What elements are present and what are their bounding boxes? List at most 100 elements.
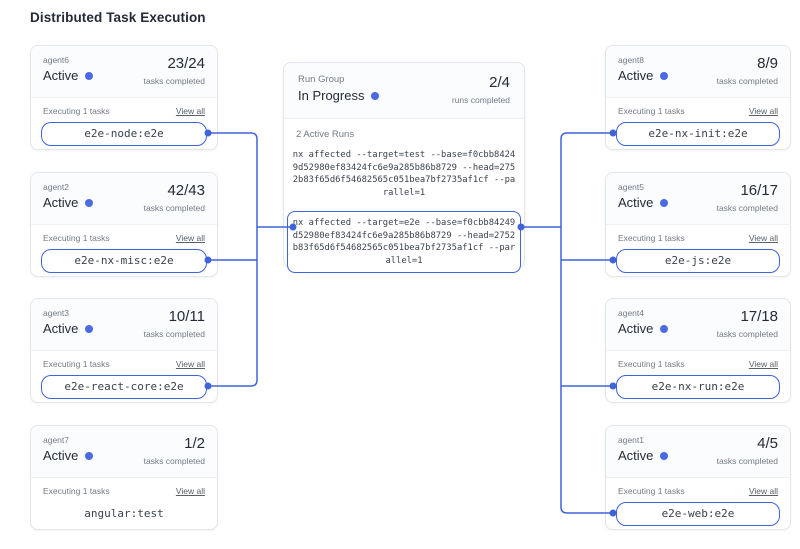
status-dot-icon — [85, 451, 94, 460]
agent-status-label: Active — [618, 448, 654, 463]
run-group-label: Run Group — [298, 74, 345, 85]
command-line: 2b83f65d6f54682565c051bea7bf2735af1cf --… — [292, 175, 516, 185]
agent-card-header: agent1 Active 4/5 tasks completed — [606, 426, 790, 478]
agent-card-header: agent5 Active 16/17 tasks completed — [606, 173, 790, 225]
tasks-count-caption: tasks completed — [143, 456, 205, 466]
view-all-link[interactable]: View all — [748, 359, 778, 369]
tasks-count: 1/2 — [184, 435, 205, 452]
view-all-link[interactable]: View all — [175, 106, 205, 116]
status-dot-icon — [660, 451, 669, 460]
run-group-header: Run Group In Progress 2/4 runs completed — [284, 63, 524, 119]
agent-card-agent7: agent7 Active 1/2 tasks completed Execut… — [30, 425, 218, 530]
agent-card-header: agent2 Active 42/43 tasks completed — [31, 173, 217, 225]
agent-card-agent5: agent5 Active 16/17 tasks completed Exec… — [605, 172, 791, 277]
command-line: rallel=1 — [382, 187, 426, 198]
agent-status-label: Active — [43, 195, 79, 210]
task-label[interactable]: angular:test — [41, 502, 207, 526]
agent-card-header: agent6 Active 23/24 tasks completed — [31, 46, 217, 98]
task-pill[interactable]: e2e-nx-init:e2e — [616, 122, 780, 146]
status-dot-icon — [85, 198, 94, 207]
agent-card-header: agent8 Active 8/9 tasks completed — [606, 46, 790, 98]
active-runs-label: 2 Active Runs — [296, 129, 355, 140]
agent-name: agent5 — [618, 182, 644, 192]
agent-card-body: Executing 1 tasks View all e2e-nx-init:e… — [606, 98, 790, 146]
page-title: Distributed Task Execution — [30, 10, 206, 25]
agent-card-body: Executing 1 tasks View all e2e-nx-run:e2… — [606, 351, 790, 399]
tasks-count-caption: tasks completed — [143, 203, 205, 213]
run-group-status: In Progress — [298, 88, 365, 103]
run-command-test[interactable]: nx affected --target=test --base=f0cbb84… — [289, 149, 519, 199]
agent-name: agent2 — [43, 182, 69, 192]
view-all-link[interactable]: View all — [175, 486, 205, 496]
agent-status-label: Active — [43, 68, 79, 83]
tasks-count-caption: tasks completed — [716, 76, 778, 86]
task-pill[interactable]: e2e-js:e2e — [616, 249, 780, 273]
task-pill[interactable]: e2e-nx-run:e2e — [616, 375, 780, 399]
agent-card-body: Executing 1 tasks View all angular:test — [31, 478, 217, 526]
task-pill[interactable]: e2e-node:e2e — [41, 122, 207, 146]
agent-status-label: Active — [43, 321, 79, 336]
tasks-count-caption: tasks completed — [143, 76, 205, 86]
agent-name: agent4 — [618, 308, 644, 318]
view-all-link[interactable]: View all — [175, 233, 205, 243]
executing-label: Executing 1 tasks — [43, 233, 110, 243]
agent-status-label: Active — [618, 68, 654, 83]
agent-card-header: agent7 Active 1/2 tasks completed — [31, 426, 217, 478]
status-dot-icon — [371, 91, 380, 100]
command-line: d52980ef83424fc6e9a285b86b8729 --head=27… — [292, 230, 516, 241]
agent-status-label: Active — [618, 321, 654, 336]
executing-label: Executing 1 tasks — [43, 486, 110, 496]
executing-label: Executing 1 tasks — [618, 233, 685, 243]
executing-label: Executing 1 tasks — [618, 359, 685, 369]
status-dot-icon — [660, 71, 669, 80]
agent-name: agent6 — [43, 55, 69, 65]
agent-name: agent3 — [43, 308, 69, 318]
agent-card-agent1: agent1 Active 4/5 tasks completed Execut… — [605, 425, 791, 530]
view-all-link[interactable]: View all — [748, 106, 778, 116]
tasks-count-caption: tasks completed — [143, 329, 205, 339]
tasks-count-caption: tasks completed — [716, 456, 778, 466]
tasks-count: 4/5 — [757, 435, 778, 452]
executing-label: Executing 1 tasks — [618, 486, 685, 496]
agent-card-agent6: agent6 Active 23/24 tasks completed Exec… — [30, 45, 218, 150]
tasks-count: 23/24 — [167, 55, 205, 72]
command-line: 9d52980ef83424fc6e9a285b86b8729 --head=2… — [292, 162, 516, 173]
command-line: allel=1 — [385, 255, 423, 266]
command-line: nx affected --target=test --base=f0cbb84… — [292, 150, 516, 160]
executing-label: Executing 1 tasks — [618, 106, 685, 116]
runs-count-caption: runs completed — [451, 95, 510, 105]
command-line: nx affected --target=e2e --base=f0cbb842… — [292, 218, 516, 228]
agent-card-body: Executing 1 tasks View all e2e-node:e2e — [31, 98, 217, 146]
agent-status-label: Active — [618, 195, 654, 210]
task-pill[interactable]: e2e-react-core:e2e — [41, 375, 207, 399]
tasks-count: 8/9 — [757, 55, 778, 72]
agent-card-agent3: agent3 Active 10/11 tasks completed Exec… — [30, 298, 218, 403]
run-command-e2e-active[interactable]: nx affected --target=e2e --base=f0cbb842… — [287, 211, 521, 273]
view-all-link[interactable]: View all — [748, 233, 778, 243]
agent-card-body: Executing 1 tasks View all e2e-js:e2e — [606, 225, 790, 273]
agent-card-agent8: agent8 Active 8/9 tasks completed Execut… — [605, 45, 791, 150]
tasks-count: 17/18 — [740, 308, 778, 325]
status-dot-icon — [660, 324, 669, 333]
executing-label: Executing 1 tasks — [43, 359, 110, 369]
executing-label: Executing 1 tasks — [43, 106, 110, 116]
agent-name: agent7 — [43, 435, 69, 445]
tasks-count: 16/17 — [740, 182, 778, 199]
runs-count: 2/4 — [489, 74, 510, 91]
run-group-body: 2 Active Runs nx affected --target=test … — [284, 119, 524, 273]
status-dot-icon — [85, 71, 94, 80]
task-pill[interactable]: e2e-nx-misc:e2e — [41, 249, 207, 273]
agent-card-agent2: agent2 Active 42/43 tasks completed Exec… — [30, 172, 218, 277]
agent-card-body: Executing 1 tasks View all e2e-nx-misc:e… — [31, 225, 217, 273]
tasks-count: 42/43 — [167, 182, 205, 199]
tasks-count-caption: tasks completed — [716, 329, 778, 339]
command-line: b83f65d6f54682565c051bea7bf2735af1cf --p… — [292, 243, 516, 253]
agent-card-body: Executing 1 tasks View all e2e-web:e2e — [606, 478, 790, 526]
task-pill[interactable]: e2e-web:e2e — [616, 502, 780, 526]
view-all-link[interactable]: View all — [175, 359, 205, 369]
view-all-link[interactable]: View all — [748, 486, 778, 496]
agent-status-label: Active — [43, 448, 79, 463]
status-dot-icon — [660, 198, 669, 207]
agent-card-header: agent3 Active 10/11 tasks completed — [31, 299, 217, 351]
